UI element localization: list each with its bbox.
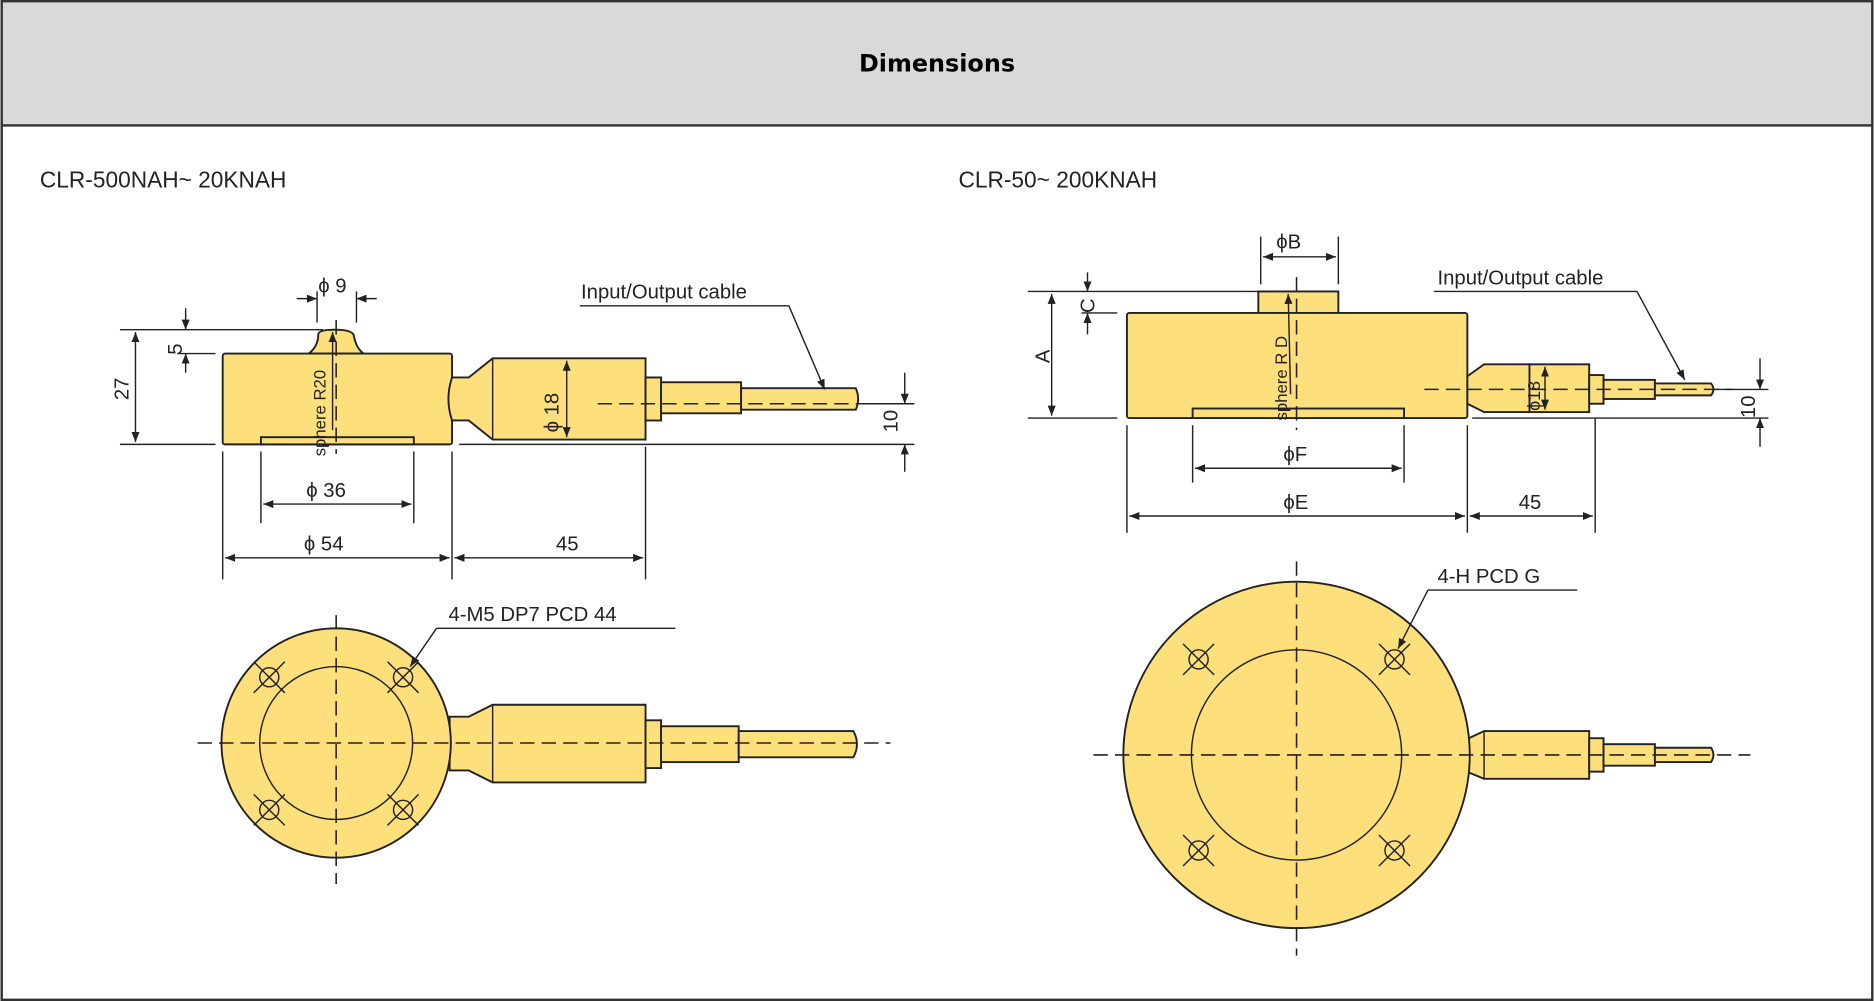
dim-45-label: 45 (556, 534, 579, 556)
mounting-holes (1182, 643, 1411, 867)
left-top-view: 4-M5 DP7 PCD 44 (197, 604, 891, 884)
dim-C-label: C (1078, 298, 1100, 313)
dim-10-label: 10 (881, 410, 903, 433)
phi-B-label: ϕB (1276, 231, 1301, 253)
phi-9-label: ϕ 9 (318, 276, 346, 298)
phi-F-label: ϕF (1283, 444, 1307, 466)
left-drawing: CLR-500NAH~ 20KNAH 27 5 (40, 167, 915, 884)
sphere-radius-label: sphere R20 (310, 370, 329, 456)
phi-18-label: ϕ 18 (541, 393, 563, 433)
cable-label: Input/Output cable (1438, 267, 1604, 289)
phi-36-label: ϕ 36 (306, 480, 346, 502)
phi-18-label: ϕ18 (1524, 381, 1544, 411)
phi-E-label: ϕE (1283, 492, 1308, 514)
dim-45-label: 45 (1519, 492, 1542, 514)
sphere-radius-label: sphere R D (1272, 336, 1291, 421)
holes-label: 4-H PCD G (1438, 566, 1541, 588)
header-bar (0, 0, 1874, 127)
dim-5-label: 5 (165, 343, 187, 354)
right-side-view: A C ϕB sphere R D ϕ18 10 (1027, 231, 1769, 533)
mounting-holes (253, 661, 420, 826)
right-drawing: CLR-50~ 200KNAH A C ϕB (959, 167, 1769, 956)
right-top-view: 4-H PCD G (1093, 561, 1751, 956)
right-model-title: CLR-50~ 200KNAH (959, 167, 1158, 193)
left-model-title: CLR-500NAH~ 20KNAH (40, 167, 287, 193)
cable-label: Input/Output cable (581, 282, 747, 304)
phi-54-label: ϕ 54 (304, 534, 344, 556)
holes-label: 4-M5 DP7 PCD 44 (448, 604, 616, 626)
page-title: Dimensions (859, 50, 1015, 78)
dim-A-label: A (1032, 349, 1054, 363)
left-side-view: 27 5 ϕ 9 sphere R20 ϕ 18 10 (111, 276, 915, 580)
dim-27-label: 27 (111, 378, 133, 401)
dim-10-label: 10 (1738, 396, 1760, 419)
